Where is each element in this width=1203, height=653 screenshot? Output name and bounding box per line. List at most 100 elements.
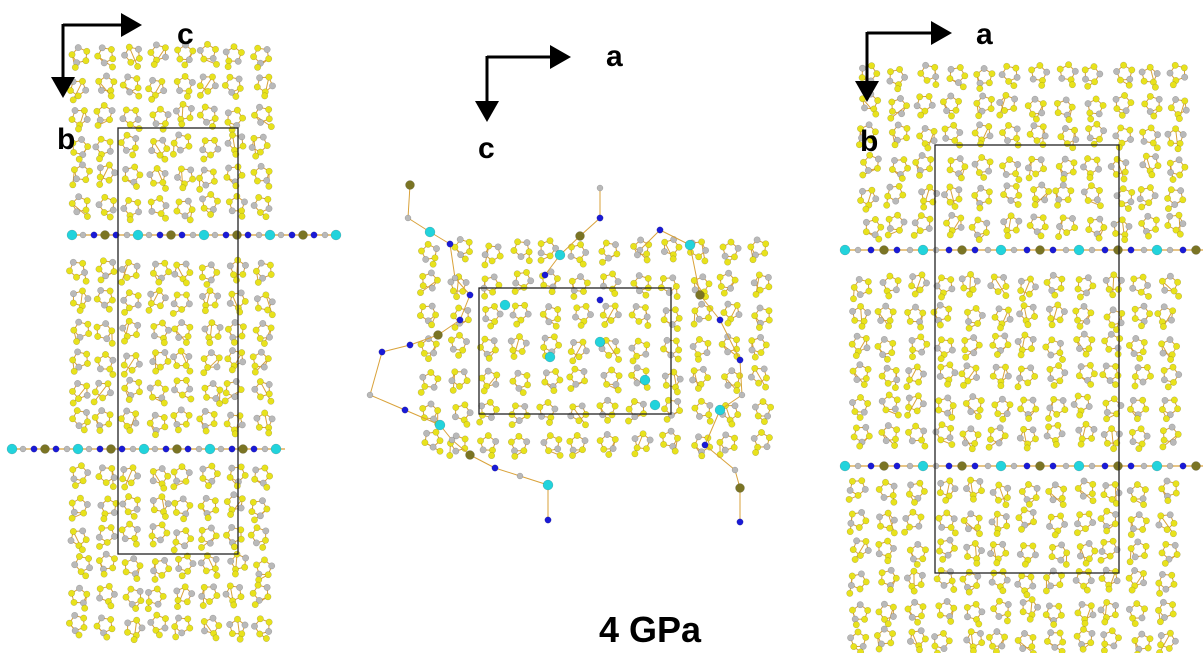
atom — [148, 147, 156, 155]
atom — [892, 435, 899, 443]
atom — [256, 74, 264, 82]
atom — [424, 240, 432, 248]
atom — [1013, 125, 1021, 133]
atom — [106, 365, 114, 373]
atom — [78, 546, 86, 554]
atom — [151, 575, 159, 583]
atom — [1065, 116, 1073, 124]
atom — [644, 322, 652, 329]
atom — [1139, 526, 1147, 533]
atom — [256, 378, 264, 386]
atom — [158, 394, 166, 402]
atom — [492, 437, 500, 445]
atom — [1167, 139, 1175, 147]
atom — [157, 210, 165, 218]
atom — [224, 139, 232, 147]
atom — [241, 198, 248, 206]
atom — [85, 555, 93, 562]
atom — [132, 605, 140, 612]
atom — [446, 240, 454, 248]
atom — [545, 303, 553, 311]
atom — [201, 103, 209, 111]
atom — [1052, 441, 1060, 448]
bond — [1162, 433, 1179, 448]
atom — [915, 378, 923, 386]
atom — [874, 308, 882, 315]
atom — [109, 564, 117, 572]
atom — [519, 389, 527, 397]
atom — [1138, 322, 1145, 330]
atom — [181, 72, 189, 80]
atom — [427, 369, 435, 376]
atom — [545, 447, 552, 455]
atom — [40, 444, 50, 454]
atom — [1046, 522, 1053, 530]
atom — [239, 323, 247, 331]
atom — [1030, 518, 1038, 526]
atom — [76, 494, 84, 502]
atom — [895, 182, 903, 190]
atom — [855, 275, 863, 283]
atom — [267, 123, 275, 131]
atom — [1037, 156, 1045, 164]
atom — [937, 355, 945, 363]
atom — [897, 95, 904, 102]
atom — [83, 501, 91, 508]
atom — [635, 272, 643, 280]
atom — [109, 258, 117, 266]
atom — [1113, 410, 1121, 418]
atom — [135, 208, 143, 216]
atom — [1033, 137, 1041, 145]
atom — [1011, 95, 1019, 103]
atom — [1146, 92, 1154, 100]
atom — [213, 572, 221, 579]
atom — [79, 477, 87, 485]
atom — [977, 184, 985, 192]
atom — [599, 311, 607, 319]
atom — [1028, 155, 1036, 163]
atom — [1166, 411, 1174, 419]
atom — [517, 253, 525, 261]
atom — [507, 438, 515, 446]
atom — [546, 252, 554, 260]
atom — [100, 515, 108, 523]
atom — [91, 413, 99, 421]
atom — [170, 546, 178, 554]
atom — [249, 589, 257, 597]
atom — [956, 64, 964, 71]
atom — [127, 479, 135, 487]
atom — [482, 305, 490, 313]
atom — [452, 403, 460, 411]
atom — [265, 167, 273, 175]
atom — [1070, 159, 1078, 167]
atom — [1025, 481, 1032, 488]
atom — [989, 541, 997, 549]
atom — [496, 310, 504, 318]
atom — [987, 550, 995, 558]
atom — [575, 417, 583, 425]
atom — [916, 93, 924, 101]
atom — [720, 289, 728, 297]
atom — [1045, 423, 1053, 431]
atom — [152, 431, 159, 439]
atom — [960, 381, 967, 389]
atom — [544, 351, 556, 363]
atom — [135, 55, 143, 62]
atom — [226, 299, 234, 307]
atom — [107, 389, 114, 397]
atom — [204, 40, 211, 48]
atom — [567, 252, 575, 260]
atom — [936, 489, 944, 497]
atom — [449, 345, 457, 353]
atom — [720, 309, 728, 317]
atom — [1170, 378, 1177, 386]
atom — [173, 587, 181, 595]
atom — [951, 203, 959, 210]
atom — [541, 378, 549, 386]
atom — [1153, 70, 1161, 77]
atom — [133, 183, 140, 190]
atom — [212, 555, 220, 563]
atom — [83, 590, 91, 598]
atom — [956, 155, 964, 163]
atom — [1000, 218, 1008, 226]
